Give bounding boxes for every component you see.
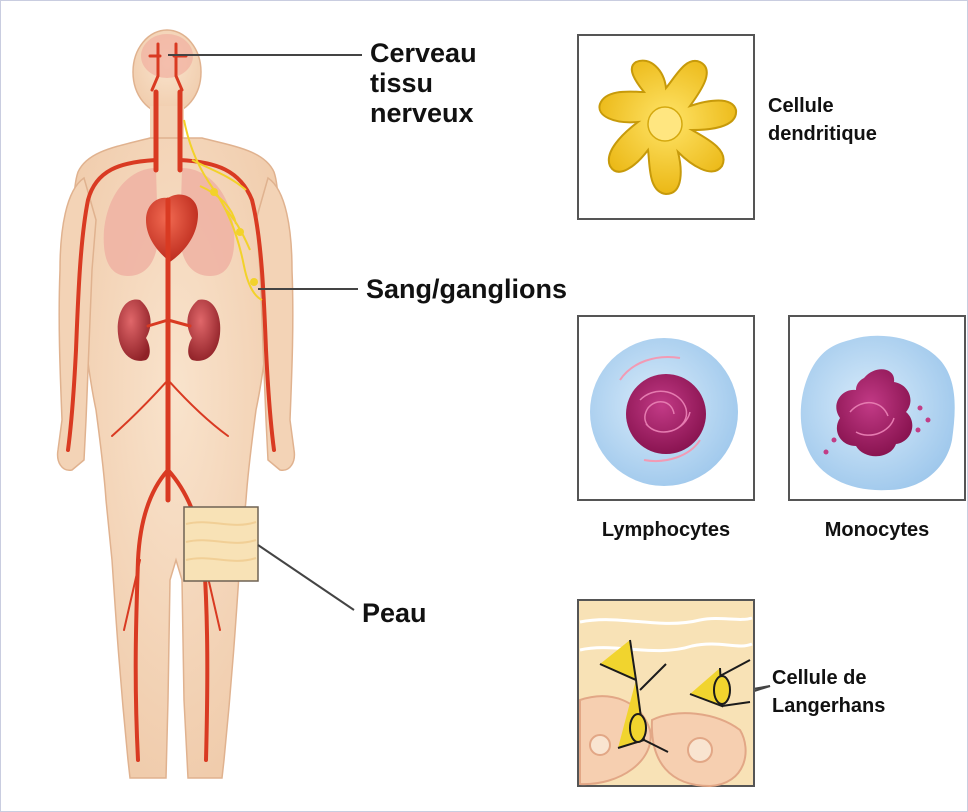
label-monocytes: Monocytes — [789, 518, 965, 542]
label-blood: Sang/ganglions — [366, 274, 567, 304]
lymph-node — [236, 228, 244, 236]
lymph-node — [210, 188, 218, 196]
skin-callout-line — [258, 545, 354, 610]
label-dendritic-line2: dendritique — [768, 122, 877, 147]
lymphocyte-panel — [578, 316, 754, 500]
lymph-node — [250, 278, 258, 286]
dendritic-cell-panel — [578, 35, 754, 219]
label-dendritic-line1: Cellule — [768, 94, 834, 119]
monocyte-panel — [789, 316, 965, 500]
label-langerhans-line2: Langerhans — [772, 694, 885, 719]
dendritic-nucleus — [648, 107, 682, 141]
lymphocyte-nucleus — [626, 374, 706, 454]
label-skin: Peau — [362, 598, 427, 628]
human-figure — [58, 30, 295, 778]
label-langerhans-line1: Cellule de — [772, 666, 866, 691]
right-arm — [256, 178, 294, 470]
langerhans-panel — [578, 600, 754, 786]
label-brain-line2: tissu — [370, 68, 433, 98]
label-lymphocytes: Lymphocytes — [578, 518, 754, 542]
skin-patch — [184, 507, 258, 581]
label-brain-line3: nerveux — [370, 98, 474, 128]
label-brain-line1: Cerveau — [370, 38, 477, 68]
